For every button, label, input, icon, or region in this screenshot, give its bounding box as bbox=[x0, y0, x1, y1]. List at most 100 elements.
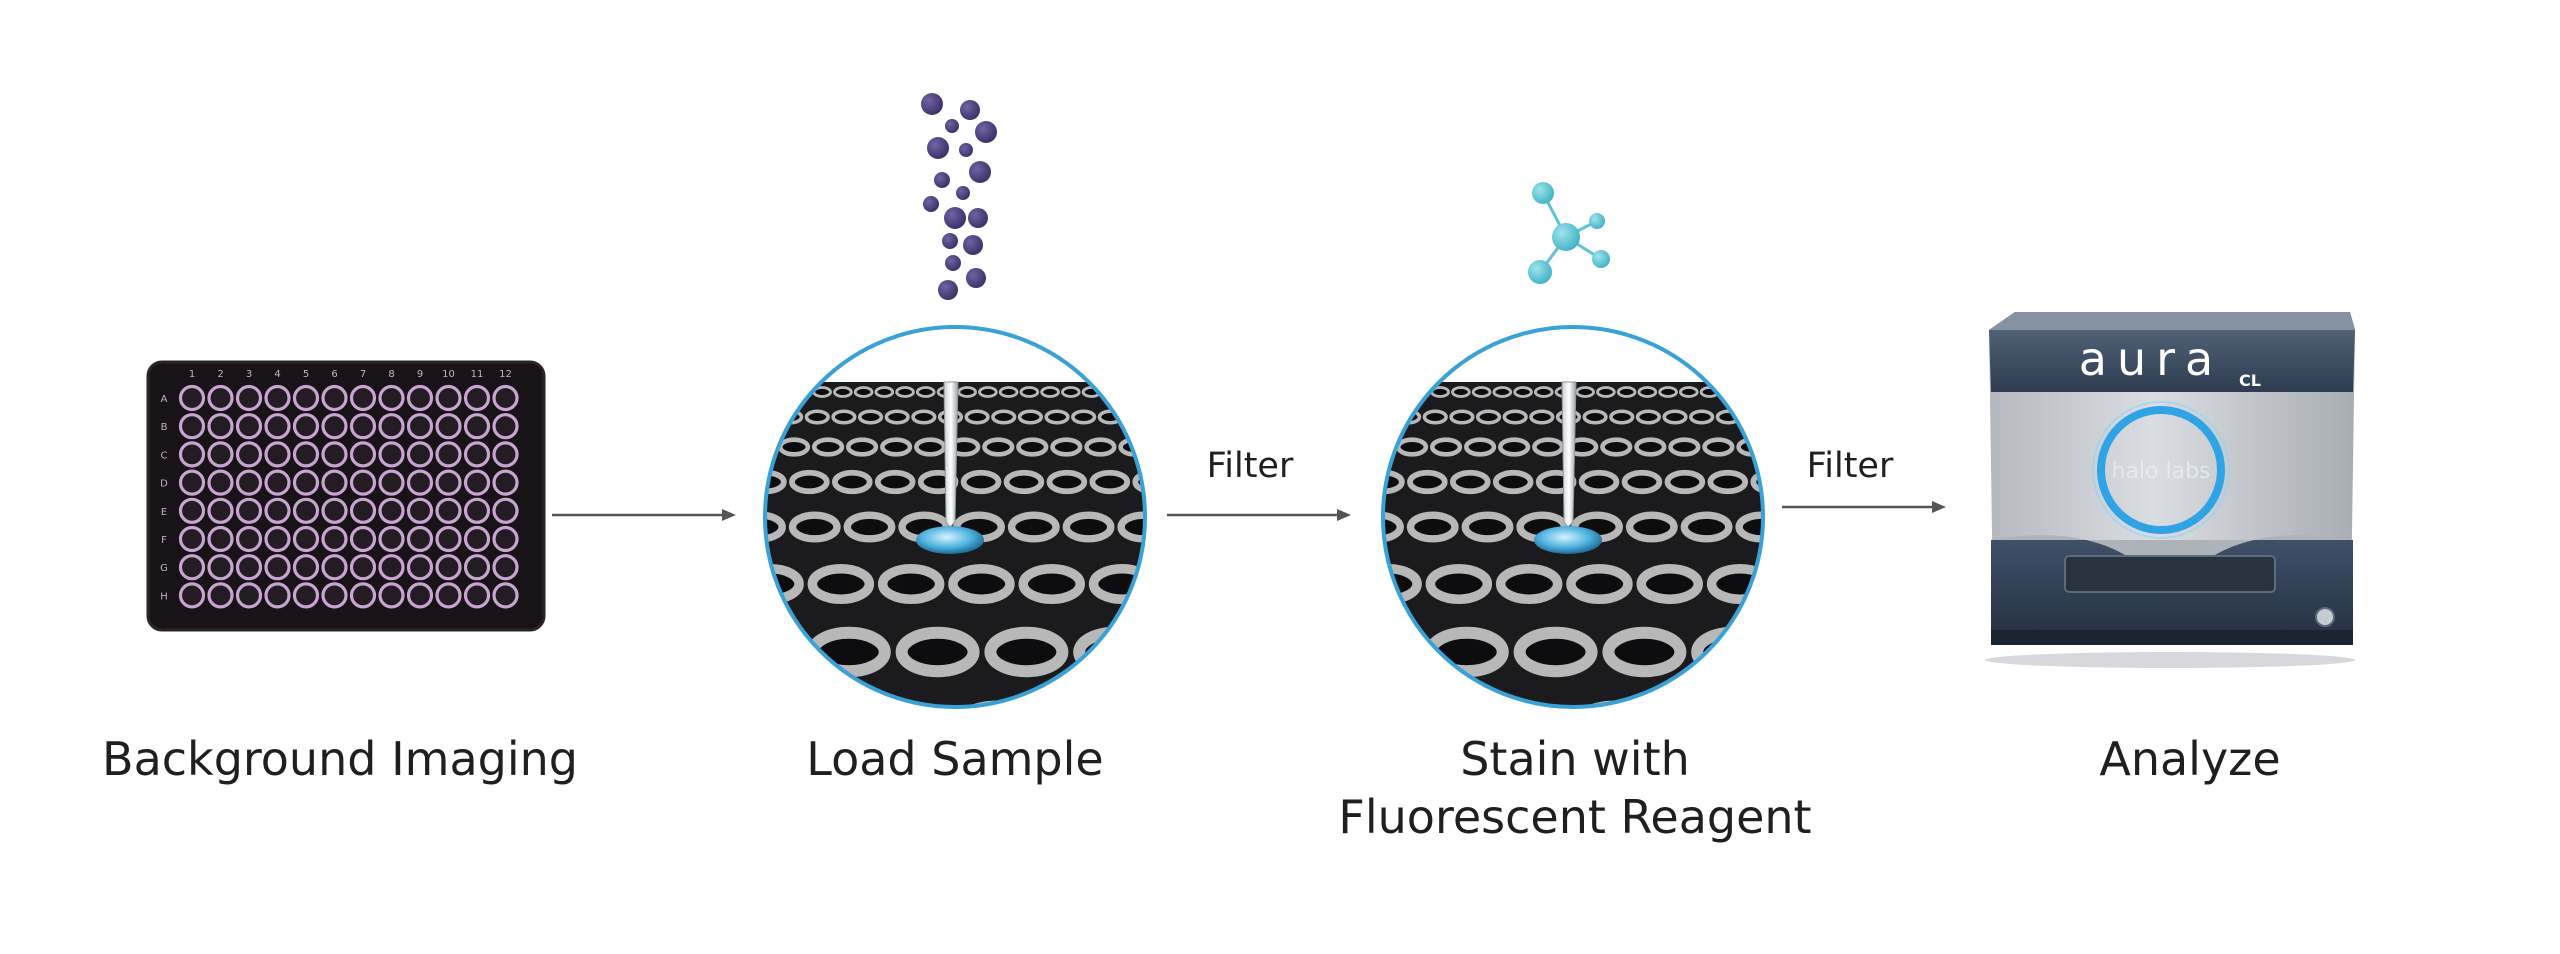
well-ring bbox=[1429, 437, 1463, 457]
plate-well bbox=[492, 413, 519, 440]
plate-row-label: C bbox=[161, 450, 168, 461]
well-ring bbox=[1453, 700, 1559, 707]
well-ring bbox=[765, 700, 830, 707]
well-ring bbox=[1383, 437, 1395, 457]
well-ring bbox=[1625, 511, 1678, 543]
plate-well bbox=[349, 582, 377, 609]
well-ring bbox=[1575, 386, 1596, 398]
plate-well bbox=[178, 469, 206, 496]
step-label-load-sample: Load Sample bbox=[806, 732, 1104, 786]
well-ring bbox=[1388, 386, 1409, 398]
well-ring bbox=[1016, 437, 1049, 457]
well-ring bbox=[765, 386, 770, 398]
plate-row-label: G bbox=[160, 563, 168, 574]
arrow-3 bbox=[1782, 501, 1946, 513]
well-ring bbox=[1578, 469, 1620, 495]
well-ring bbox=[1678, 386, 1699, 398]
well-ring bbox=[1102, 386, 1123, 398]
well-ring bbox=[877, 564, 945, 604]
plate-well bbox=[235, 525, 263, 553]
well-ring bbox=[811, 437, 845, 457]
well-ring bbox=[1057, 700, 1145, 707]
well-ring bbox=[1513, 626, 1598, 678]
well-ring bbox=[957, 386, 978, 398]
plate-column-label: 11 bbox=[471, 369, 484, 380]
plate-row-label: F bbox=[161, 535, 167, 546]
well-ring bbox=[1425, 564, 1493, 604]
well-ring bbox=[1741, 386, 1761, 398]
well-ring bbox=[1449, 469, 1491, 495]
well-ring bbox=[765, 511, 786, 543]
well-ring bbox=[1658, 386, 1678, 398]
plate-well bbox=[178, 413, 206, 440]
well-ring bbox=[1383, 469, 1405, 495]
well-ring bbox=[770, 386, 791, 398]
plate-well bbox=[207, 441, 234, 468]
well-ring bbox=[960, 469, 1002, 495]
well-ring bbox=[1084, 437, 1117, 457]
plate-well bbox=[235, 554, 263, 581]
plate-well bbox=[463, 441, 491, 468]
well-ring bbox=[915, 386, 936, 398]
well-ring bbox=[1071, 409, 1097, 425]
well-ring bbox=[1395, 437, 1429, 457]
well-ring bbox=[765, 437, 777, 457]
well-ring bbox=[874, 386, 895, 398]
plate-well bbox=[435, 441, 462, 468]
plate-well bbox=[292, 441, 320, 468]
well-ring bbox=[895, 386, 915, 398]
well-ring bbox=[1636, 564, 1703, 604]
pipette-well-icon bbox=[763, 325, 1147, 709]
plate-well bbox=[207, 413, 234, 440]
plate-well bbox=[406, 469, 434, 496]
well-ring bbox=[765, 626, 802, 678]
well-ring bbox=[1706, 564, 1763, 604]
well-ring bbox=[1621, 469, 1663, 495]
arrow-2 bbox=[1167, 509, 1351, 521]
well-ring bbox=[1582, 409, 1608, 425]
plate-well bbox=[235, 582, 263, 609]
well-ring bbox=[1449, 409, 1475, 425]
plate-wells bbox=[178, 384, 519, 609]
plate-well bbox=[406, 384, 434, 412]
well-ring bbox=[1680, 511, 1733, 543]
plate-column-label: 8 bbox=[388, 369, 394, 380]
plate-well bbox=[321, 469, 348, 496]
well-ring bbox=[788, 511, 841, 543]
plate-column-label: 7 bbox=[360, 369, 366, 380]
plate-row-label: A bbox=[161, 394, 168, 405]
plate-well bbox=[463, 582, 491, 609]
well-ring bbox=[1609, 409, 1635, 425]
plate-well bbox=[349, 413, 377, 440]
plate-well bbox=[378, 469, 405, 496]
well-ring bbox=[833, 386, 853, 398]
plate-well bbox=[492, 469, 519, 496]
plate-well bbox=[292, 469, 320, 496]
pipette-well-icon-2 bbox=[1381, 325, 1765, 709]
plate-row-label: H bbox=[160, 591, 168, 602]
well-ring bbox=[1529, 409, 1555, 425]
well-ring bbox=[789, 469, 830, 495]
well-ring bbox=[1007, 511, 1060, 543]
well-ring bbox=[1464, 437, 1497, 457]
well-ring bbox=[1492, 469, 1534, 495]
well-ring bbox=[831, 409, 857, 425]
plate-well bbox=[463, 469, 491, 496]
well-ring bbox=[1664, 469, 1706, 495]
well-ring bbox=[853, 386, 874, 398]
well-ring bbox=[1422, 409, 1448, 425]
plate-column-label: 10 bbox=[442, 369, 455, 380]
well-ring bbox=[1040, 386, 1060, 398]
plate-well bbox=[349, 497, 377, 524]
plate-well bbox=[378, 525, 405, 553]
well-ring bbox=[1062, 511, 1115, 543]
plate-column-label: 12 bbox=[499, 369, 512, 380]
plate-well bbox=[292, 554, 320, 581]
plate-well bbox=[463, 413, 491, 440]
well-ring bbox=[1492, 386, 1513, 398]
plate-well bbox=[321, 413, 348, 440]
well-ring bbox=[1123, 386, 1143, 398]
step-label-analyze: Analyze bbox=[2099, 732, 2281, 786]
well-ring bbox=[831, 469, 873, 495]
